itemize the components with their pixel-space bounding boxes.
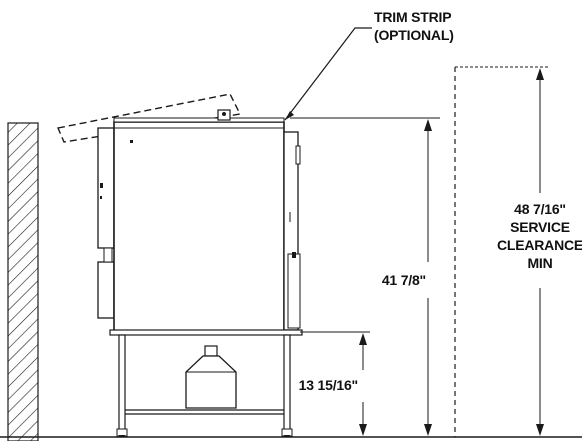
dimension-service-clearance	[536, 68, 544, 436]
service-clearance-value: 48 7/16"	[514, 201, 566, 217]
service-clearance-label-line3: MIN	[527, 255, 552, 271]
trim-strip-label-line1: TRIM STRIP	[374, 9, 451, 25]
dimension-overall-height	[424, 119, 432, 436]
wall	[7, 122, 39, 441]
trim-strip-label-line2: (OPTIONAL)	[374, 27, 454, 43]
container-jug	[185, 345, 237, 409]
extension-lines	[290, 66, 548, 437]
service-clearance-label-line2: CLEARANCE	[497, 237, 582, 253]
overall-height-label: 41 7/8"	[382, 272, 426, 288]
raised-hood-outline	[57, 93, 242, 143]
oven-unit	[97, 109, 303, 336]
service-clearance-label-line1: SERVICE	[510, 219, 570, 235]
stand-height-label: 13 15/16"	[299, 377, 358, 393]
trim-strip-leader	[284, 27, 372, 121]
stand	[116, 334, 293, 437]
dimension-stand-height	[359, 333, 367, 436]
